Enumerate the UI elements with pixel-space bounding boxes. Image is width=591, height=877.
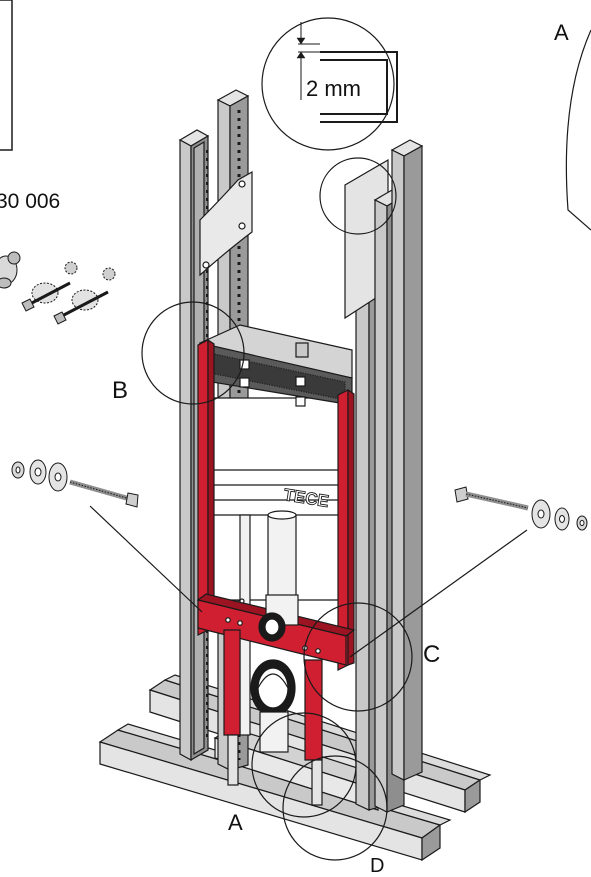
detail-circles — [141, 17, 591, 861]
part-box — [0, 0, 13, 151]
drain-elbow — [250, 659, 296, 753]
drain-connector — [258, 594, 299, 642]
gap-detail-icon — [296, 22, 398, 123]
cistern-top — [199, 324, 353, 407]
profile-right-front — [390, 139, 424, 781]
callout-d: D — [370, 855, 384, 877]
fastener-set-icon — [0, 251, 116, 325]
right-bolt-washers-icon — [454, 486, 588, 531]
callout-a-bottom: A — [228, 810, 243, 835]
callout-c: C — [423, 641, 440, 668]
gap-dimension-label: 2 mm — [306, 76, 361, 101]
red-frame-right — [337, 388, 355, 671]
red-frame-legs — [223, 629, 323, 806]
wall-bracket-upper — [199, 170, 253, 277]
callout-a-top: A — [554, 20, 569, 45]
leader-lines — [89, 505, 528, 658]
callout-b: B — [112, 377, 128, 404]
left-bolt-washers-icon — [11, 459, 139, 508]
red-frame-left — [197, 338, 215, 636]
part-number-label: 30 006 — [0, 190, 60, 213]
